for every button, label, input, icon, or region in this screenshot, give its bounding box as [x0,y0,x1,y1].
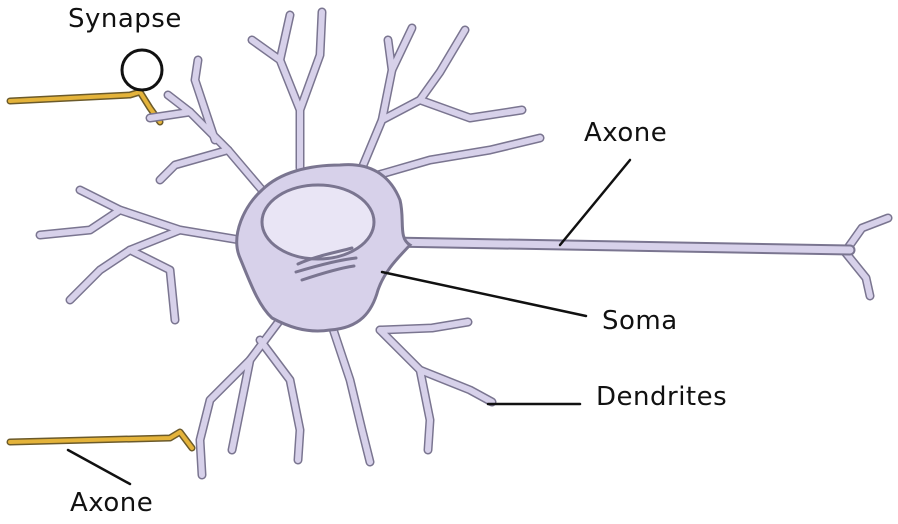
incoming-axon-top [10,92,160,122]
axone-label-right: Axone [584,118,667,148]
leader-soma [382,272,586,316]
dendrites-label: Dendrites [596,382,727,412]
synapse-label: Synapse [68,4,182,34]
soma-label: Soma [602,306,678,336]
incoming-axon-bottom [10,432,192,448]
synapse-marker [122,50,162,90]
nucleus [262,185,374,259]
axone-label-bottom: Axone [70,488,153,518]
leader-axone-bottom [68,450,130,484]
leader-axone-right [560,160,630,245]
axon-shaft [390,242,850,250]
